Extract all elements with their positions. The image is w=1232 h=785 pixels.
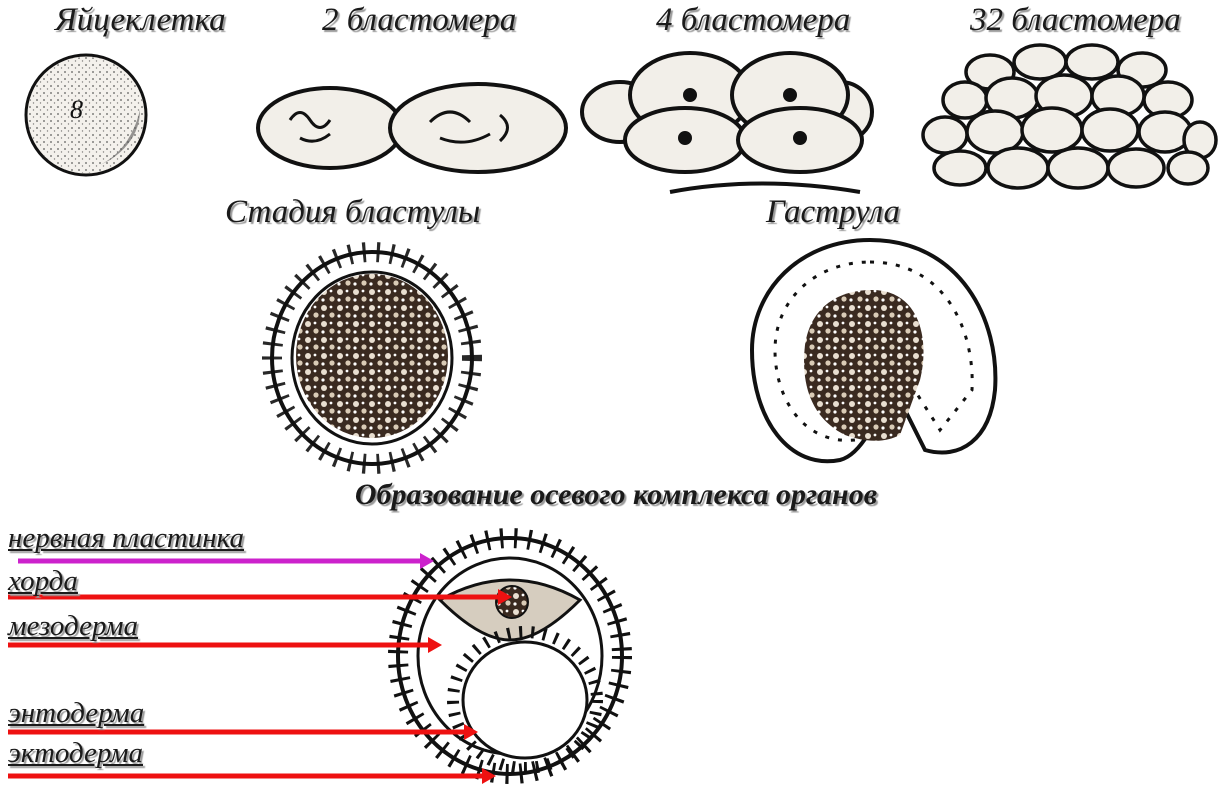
two-blastomeres (258, 84, 566, 172)
label-mesoderm: мезодерма (8, 610, 138, 643)
neurula-section (398, 538, 622, 774)
four-blastomeres (582, 53, 872, 192)
blastula (272, 252, 472, 464)
label-ectoderm: эктодерма (8, 737, 143, 770)
svg-text:8: 8 (70, 95, 83, 124)
label-neural-plate: нервная пластинка (8, 522, 244, 555)
label-notochord: хорда (8, 565, 78, 598)
gastrula (752, 240, 995, 461)
label-endoderm: энтодерма (8, 697, 144, 730)
egg-cell: 8 (26, 55, 146, 175)
thirty-two-blastomeres (923, 45, 1216, 188)
